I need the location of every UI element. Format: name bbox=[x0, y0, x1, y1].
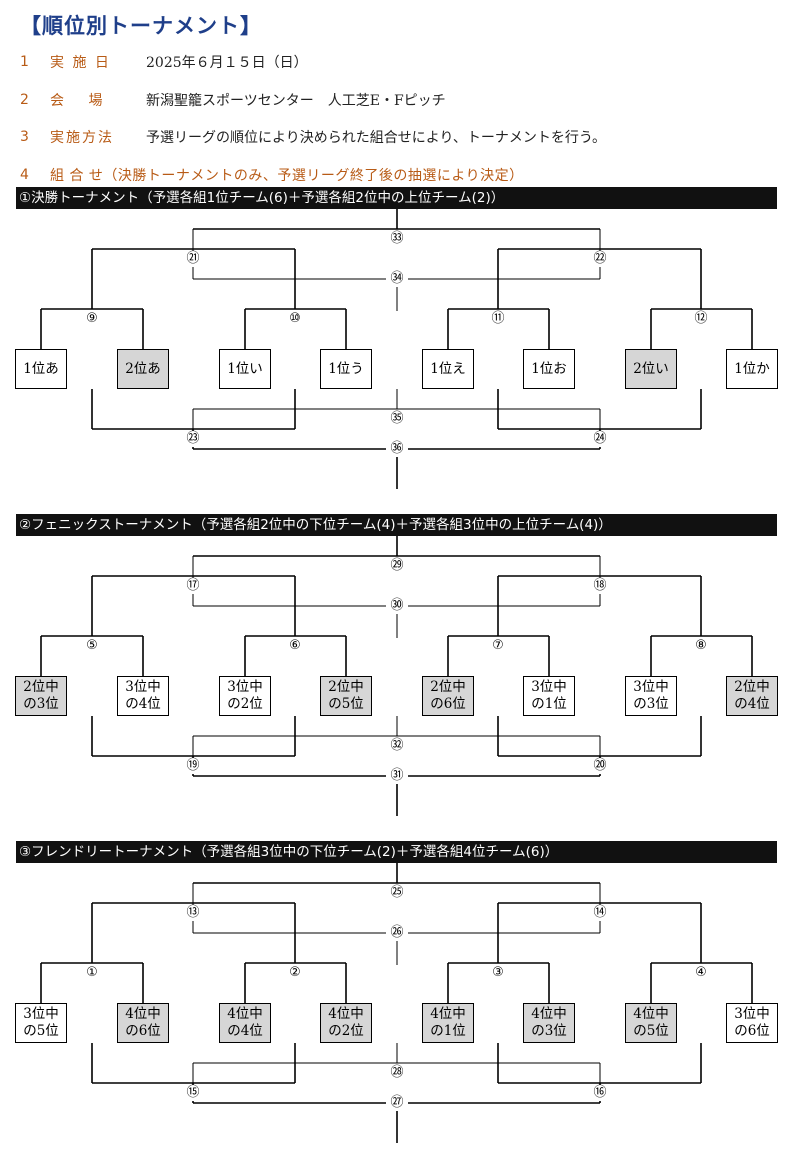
team-box: 2位中 の3位 bbox=[15, 676, 67, 716]
info-value: 2025年６月１５日（日） bbox=[146, 55, 308, 71]
info-value: （決勝トーナメントのみ、予選リーグ終了後の抽選により決定） bbox=[103, 168, 524, 184]
info-label: 実施方法 bbox=[50, 130, 114, 146]
info-venue: 2 会 場 新潟聖籠スポーツセンター 人工芝E・Fピッチ bbox=[20, 89, 446, 111]
bracket-phoenix: 2位中 の3位 3位中 の4位 3位中 の2位 2位中 の5位 2位中 の6位 3位中 の… bbox=[0, 536, 791, 836]
match-number: ⑰ bbox=[182, 578, 204, 594]
team-box: 1位か bbox=[726, 349, 778, 389]
match-number: ㉘ bbox=[386, 1065, 408, 1081]
match-number: ⑪ bbox=[487, 311, 509, 327]
match-number: ④ bbox=[690, 965, 712, 981]
match-number: ⑮ bbox=[182, 1085, 204, 1101]
info-label: 組 合 せ bbox=[50, 168, 104, 184]
match-number-final: ㉕ bbox=[386, 885, 408, 901]
team-box: 3位中 の3位 bbox=[625, 676, 677, 716]
match-number: ⑥ bbox=[284, 638, 306, 654]
tournament-header-phoenix: ②フェニックストーナメント（予選各組2位中の下位チーム(4)＋予選各組3位中の上… bbox=[16, 514, 777, 536]
page-title: 【順位別トーナメント】 bbox=[20, 14, 262, 38]
team-box: 4位中 の6位 bbox=[117, 1003, 169, 1043]
match-number: ㉒ bbox=[589, 251, 611, 267]
match-number: ㉗ bbox=[386, 1095, 408, 1111]
team-box: 3位中 の5位 bbox=[15, 1003, 67, 1043]
team-box: 4位中 の3位 bbox=[523, 1003, 575, 1043]
info-number: 3 bbox=[20, 129, 29, 145]
match-number-final: ㉝ bbox=[386, 231, 408, 247]
team-box: 3位中 の4位 bbox=[117, 676, 169, 716]
match-number: ㉖ bbox=[386, 925, 408, 941]
info-combination: 4 組 合 せ （決勝トーナメントのみ、予選リーグ終了後の抽選により決定） bbox=[20, 164, 524, 186]
match-number: ⑦ bbox=[487, 638, 509, 654]
team-box: 1位お bbox=[523, 349, 575, 389]
team-box: 4位中 の4位 bbox=[219, 1003, 271, 1043]
match-number: ㉜ bbox=[386, 738, 408, 754]
team-box: 3位中 の2位 bbox=[219, 676, 271, 716]
info-number: 4 bbox=[20, 167, 29, 183]
match-number: ㉛ bbox=[386, 768, 408, 784]
match-number: ㉔ bbox=[589, 431, 611, 447]
match-number: ㉓ bbox=[182, 431, 204, 447]
team-box: 2位中 の4位 bbox=[726, 676, 778, 716]
match-number: ㊱ bbox=[386, 441, 408, 457]
team-box: 2位中 の6位 bbox=[422, 676, 474, 716]
match-number: ⑲ bbox=[182, 758, 204, 774]
tournament-header-final: ①決勝トーナメント（予選各組1位チーム(6)＋予選各組2位中の上位チーム(2)） bbox=[16, 187, 777, 209]
match-number-final: ㉙ bbox=[386, 558, 408, 574]
info-value: 予選リーグの順位により決められた組合せにより、トーナメントを行う。 bbox=[146, 130, 607, 146]
team-box: 3位中 の1位 bbox=[523, 676, 575, 716]
team-box: 4位中 の1位 bbox=[422, 1003, 474, 1043]
match-number: ⑳ bbox=[589, 758, 611, 774]
match-number: ⑤ bbox=[81, 638, 103, 654]
team-box: 2位あ bbox=[117, 349, 169, 389]
match-number: ② bbox=[284, 965, 306, 981]
team-box: 2位中 の5位 bbox=[320, 676, 372, 716]
team-box: 4位中 の5位 bbox=[625, 1003, 677, 1043]
match-number: ㉑ bbox=[182, 251, 204, 267]
team-box: 3位中 の6位 bbox=[726, 1003, 778, 1043]
tournament-header-friendly: ③フレンドリートーナメント（予選各組3位中の下位チーム(2)＋予選各組4位チーム… bbox=[16, 841, 777, 863]
match-number: ㉚ bbox=[386, 598, 408, 614]
match-number: ⑯ bbox=[589, 1085, 611, 1101]
team-box: 1位う bbox=[320, 349, 372, 389]
match-number: ① bbox=[81, 965, 103, 981]
match-number: ③ bbox=[487, 965, 509, 981]
info-date: 1 実 施 日 2025年６月１５日（日） bbox=[20, 51, 308, 73]
team-box: 2位い bbox=[625, 349, 677, 389]
info-method: 3 実施方法 予選リーグの順位により決められた組合せにより、トーナメントを行う。 bbox=[20, 126, 606, 148]
team-box: 1位い bbox=[219, 349, 271, 389]
match-number: ⑬ bbox=[182, 905, 204, 921]
match-number: ⑩ bbox=[284, 311, 306, 327]
match-number: ⑫ bbox=[690, 311, 712, 327]
info-value: 新潟聖籠スポーツセンター 人工芝E・Fピッチ bbox=[146, 93, 446, 109]
info-label: 会 場 bbox=[50, 93, 105, 109]
team-box: 1位あ bbox=[15, 349, 67, 389]
match-number: ⑭ bbox=[589, 905, 611, 921]
team-box: 1位え bbox=[422, 349, 474, 389]
match-number: ㉟ bbox=[386, 411, 408, 427]
info-number: 1 bbox=[20, 54, 29, 70]
match-number: ⑧ bbox=[690, 638, 712, 654]
bracket-friendly: 3位中 の5位 4位中 の6位 4位中 の4位 4位中 の2位 4位中 の1位 4位中 の… bbox=[0, 863, 791, 1163]
team-box: 4位中 の2位 bbox=[320, 1003, 372, 1043]
match-number: ㉞ bbox=[386, 271, 408, 287]
info-label: 実 施 日 bbox=[50, 55, 111, 71]
match-number: ⑨ bbox=[81, 311, 103, 327]
match-number: ⑱ bbox=[589, 578, 611, 594]
info-number: 2 bbox=[20, 92, 29, 108]
